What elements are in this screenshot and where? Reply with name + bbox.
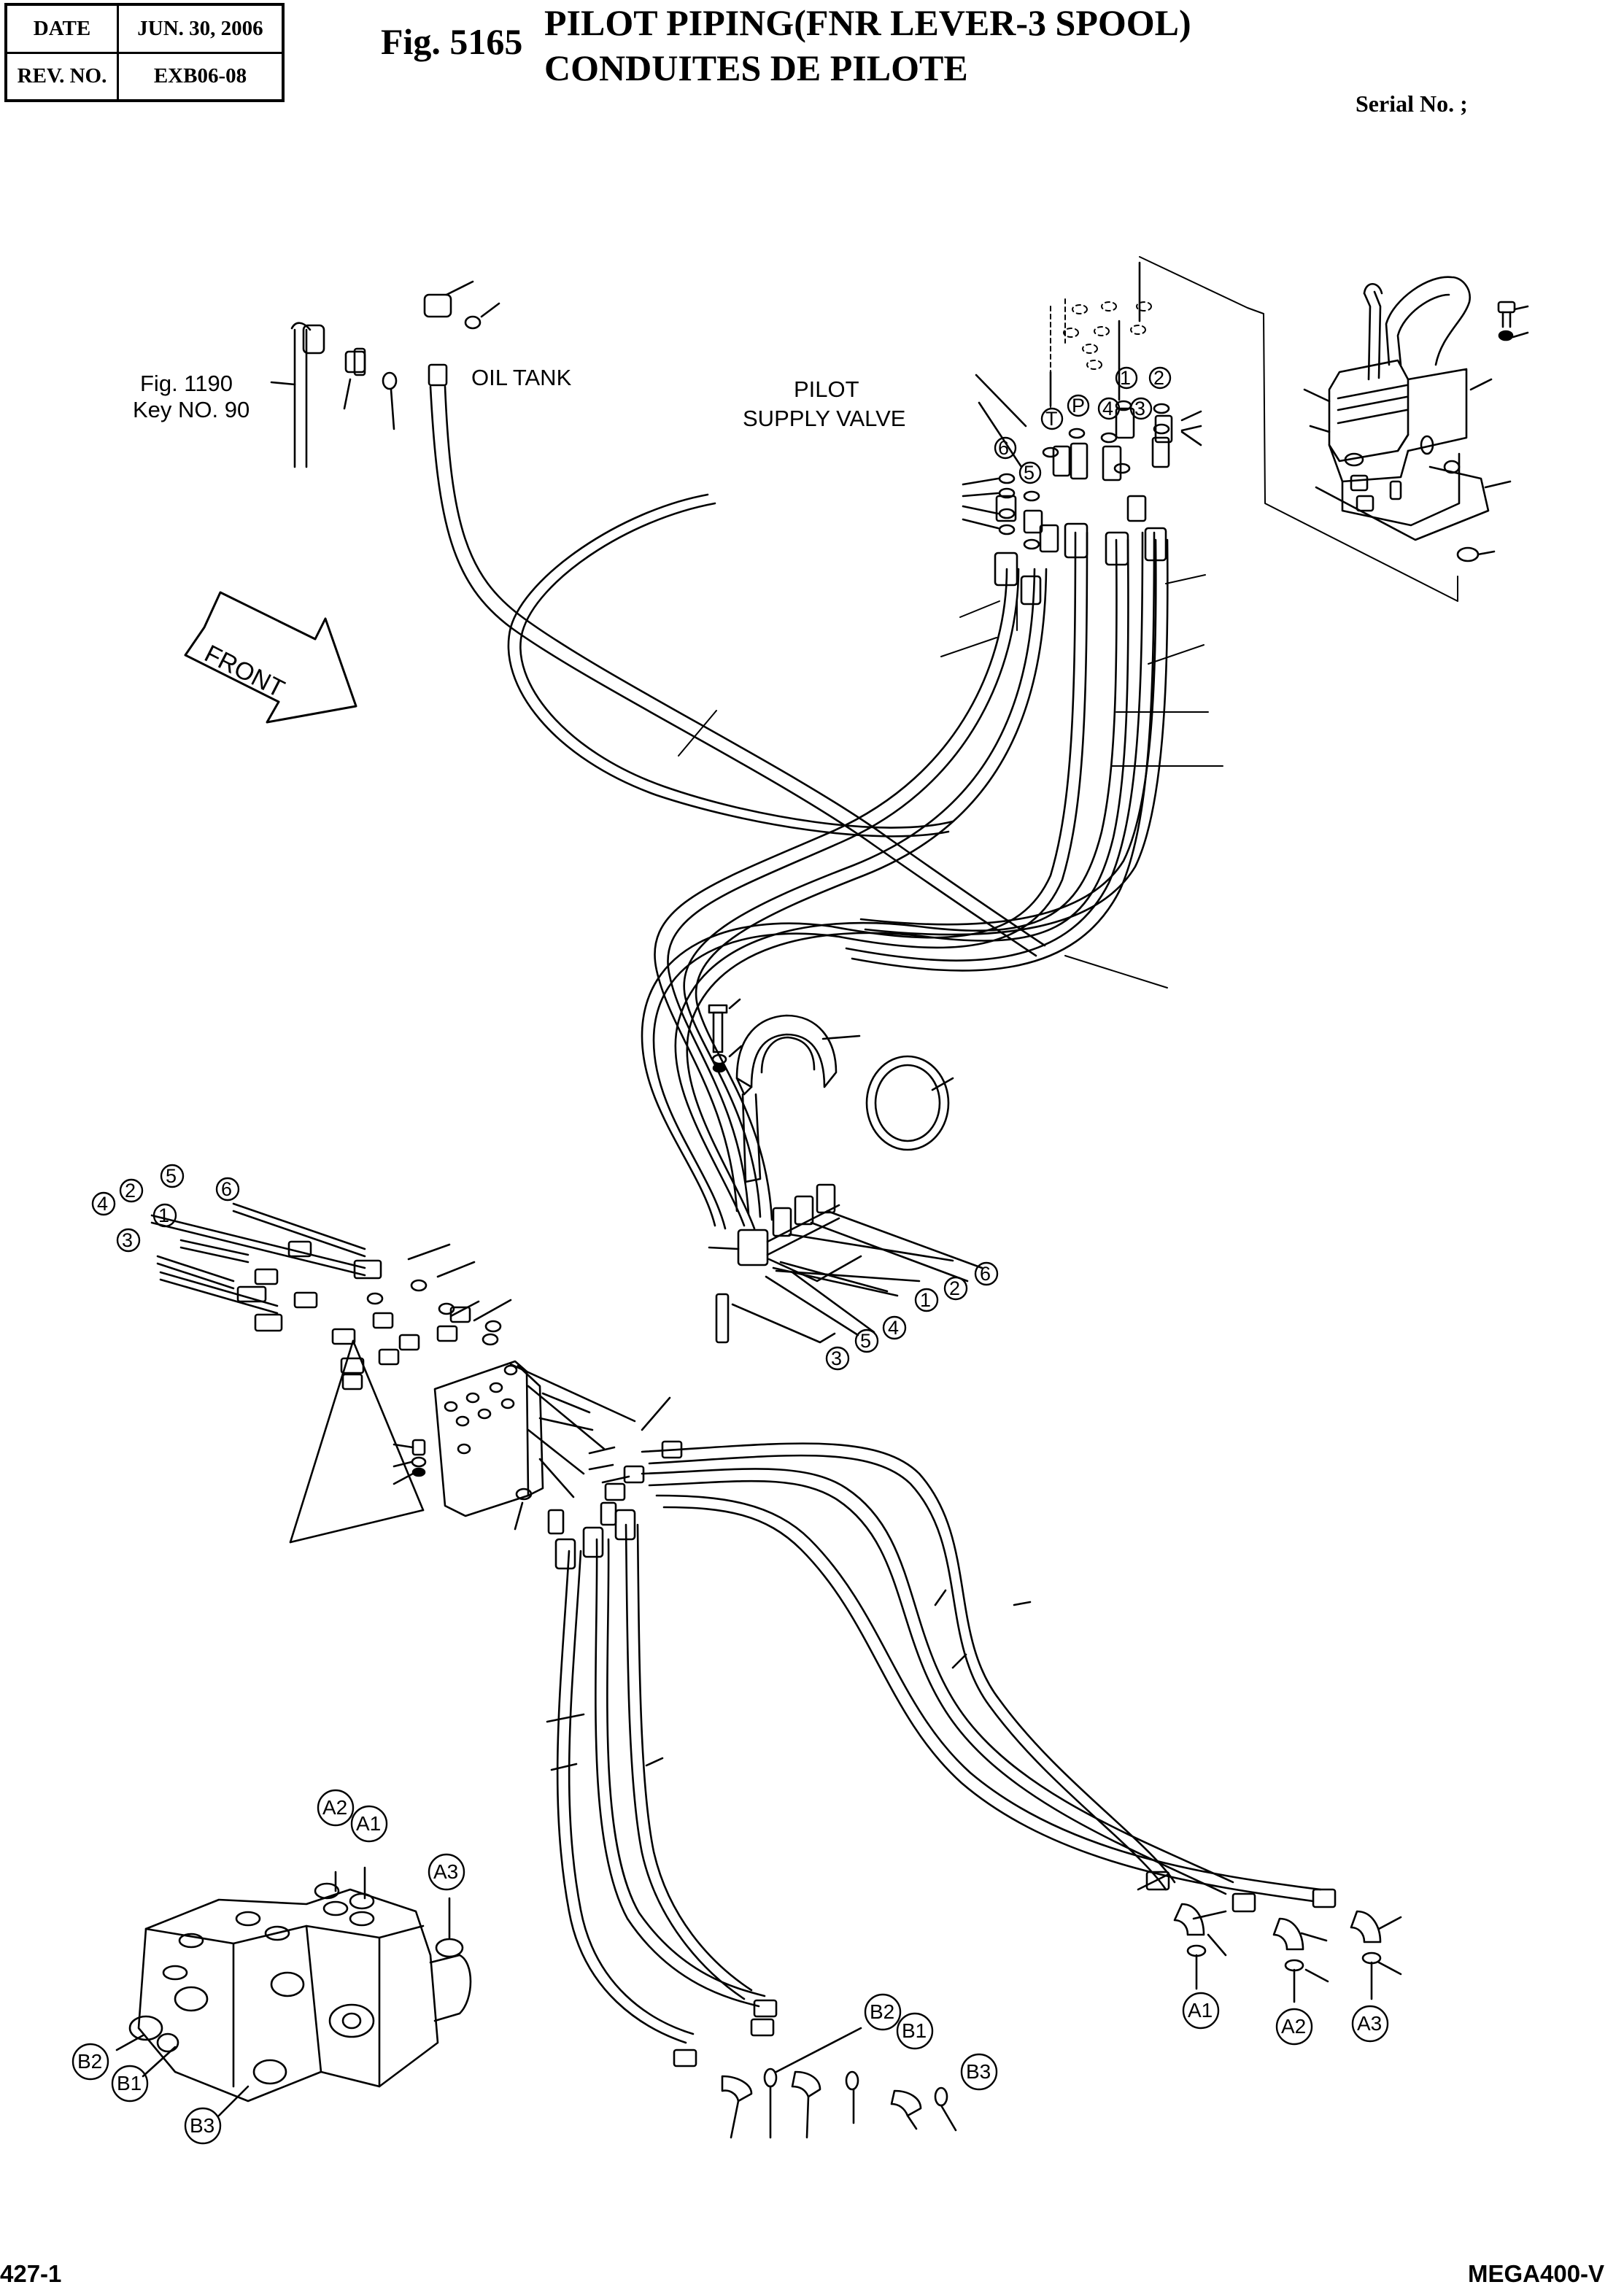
- serial-number-label: Serial No. ;: [1356, 90, 1468, 117]
- clamp-bracket: [708, 998, 954, 1183]
- callout-A3: [1351, 2005, 1389, 2043]
- callout-top-3: [1129, 397, 1153, 420]
- callout-mid-1: [914, 1288, 939, 1312]
- revision-table: DATE JUN. 30, 2006 REV. NO. EXB06-08: [4, 3, 285, 102]
- callout-mid-4: [882, 1315, 907, 1340]
- callout-mid-6: [974, 1261, 999, 1286]
- callout-left-2: [119, 1178, 144, 1203]
- callout-B3-valve-text: B3: [190, 2114, 215, 2137]
- tank-return-fittings: [270, 280, 500, 468]
- callout-mid-2: [943, 1276, 968, 1301]
- callout-top-T: [1040, 407, 1064, 430]
- callout-mid-2-text: 2: [949, 1277, 961, 1299]
- lower-left-fittings: [150, 1202, 512, 1544]
- pilot-valve-port-fittings: [962, 261, 1202, 606]
- callout-mid-3-text: 3: [831, 1347, 843, 1369]
- callout-top-3-text: 3: [1134, 398, 1146, 419]
- callout-B1-right-text: B1: [902, 2019, 927, 2042]
- port-plate-outline: [1050, 298, 1152, 409]
- fig-ref-line1: Fig. 1190: [140, 371, 233, 396]
- main-control-valve: [115, 1866, 472, 2117]
- manifold-plate: [393, 1360, 671, 1531]
- callout-left-1: [152, 1203, 177, 1228]
- callout-top-5-text: 5: [1024, 462, 1035, 484]
- figure-number: Fig. 5165: [381, 21, 523, 62]
- callout-B1-valve-text: B1: [117, 2072, 142, 2094]
- callout-B3-valve: [184, 2107, 222, 2145]
- callout-B2-valve-text: B2: [77, 2050, 103, 2073]
- date-value: JUN. 30, 2006: [117, 3, 285, 54]
- pilot-hoses-upper: [429, 385, 1169, 1230]
- callout-top-1: [1115, 366, 1138, 390]
- callout-A1-valve: [350, 1805, 388, 1843]
- callout-A3-valve-text: A3: [433, 1860, 459, 1883]
- pilot-supply-label-1: PILOT: [794, 376, 859, 402]
- callout-mid-1-text: 1: [920, 1289, 932, 1311]
- page-number: 427-1: [0, 2260, 62, 2287]
- page-subtitle: CONDUITES DE PILOTE: [544, 47, 968, 88]
- model-name: MEGA400-V: [1468, 2260, 1605, 2287]
- callout-B2-valve: [71, 2043, 109, 2081]
- oil-tank-label: OIL TANK: [471, 365, 572, 390]
- page-title: PILOT PIPING(FNR LEVER-3 SPOOL): [544, 2, 1191, 43]
- callout-A2-text: A2: [1281, 2015, 1307, 2038]
- callout-mid-4-text: 4: [888, 1317, 900, 1339]
- callout-A3-text: A3: [1357, 2012, 1383, 2035]
- callout-left-4: [91, 1191, 116, 1216]
- callout-left-2-text: 2: [125, 1180, 136, 1202]
- callout-left-6-text: 6: [221, 1178, 233, 1200]
- callout-left-3: [116, 1228, 141, 1253]
- pilot-supply-label-2: SUPPLY VALVE: [743, 406, 906, 431]
- callout-top-6-text: 6: [998, 437, 1010, 459]
- callout-A2-valve: [317, 1789, 355, 1827]
- callout-A2: [1275, 2008, 1313, 2046]
- callout-B1-valve: [111, 2065, 149, 2103]
- callout-left-3-text: 3: [122, 1229, 134, 1251]
- callout-B3-right-text: B3: [966, 2060, 991, 2083]
- leader-lines-right: [678, 256, 1458, 989]
- front-arrow: [184, 591, 357, 724]
- rev-value: EXB06-08: [117, 51, 285, 102]
- callout-top-P: [1067, 394, 1090, 417]
- callout-A1-valve-text: A1: [356, 1812, 382, 1835]
- callout-top-P-text: P: [1072, 395, 1086, 417]
- callout-mid-5-text: 5: [860, 1330, 872, 1352]
- callout-left-5: [160, 1164, 185, 1188]
- date-label: DATE: [4, 3, 119, 54]
- callout-A2-valve-text: A2: [322, 1796, 348, 1819]
- pilot-hoses-lower: [546, 1440, 1322, 2044]
- fnr-lever-assembly: [1303, 276, 1529, 562]
- callout-top-2-text: 2: [1153, 367, 1165, 389]
- callout-left-1-text: 1: [158, 1204, 170, 1226]
- callout-left-5-text: 5: [166, 1165, 177, 1187]
- callout-mid-6-text: 6: [980, 1263, 991, 1285]
- callout-B2-right-text: B2: [870, 2000, 895, 2023]
- callout-mid-5: [854, 1328, 879, 1353]
- callout-top-2: [1148, 366, 1172, 390]
- callout-A1-text: A1: [1188, 1999, 1213, 2022]
- multi-clamp-block: [708, 1183, 983, 1344]
- a-port-elbows: [1137, 1871, 1402, 2003]
- rev-label: REV. NO.: [4, 51, 119, 102]
- callout-B3-right: [960, 2053, 998, 2091]
- callout-B1-right: [896, 2012, 934, 2050]
- callout-top-4: [1097, 397, 1121, 420]
- callout-mid-3: [825, 1346, 850, 1371]
- callout-A3-valve: [428, 1853, 465, 1891]
- b-port-elbows: [673, 1999, 957, 2139]
- callout-top-4-text: 4: [1102, 398, 1114, 419]
- callout-top-6: [994, 436, 1017, 460]
- callout-top-5: [1018, 461, 1042, 484]
- callout-top-1-text: 1: [1120, 367, 1132, 389]
- callout-A1: [1182, 1992, 1220, 2030]
- callout-B2-right: [864, 1993, 902, 2031]
- fig-ref-line2: Key NO. 90: [133, 397, 250, 422]
- callout-top-T-text: T: [1045, 408, 1058, 430]
- callout-left-4-text: 4: [97, 1193, 109, 1215]
- callout-circles: [71, 366, 1389, 2145]
- callout-left-6: [215, 1177, 240, 1202]
